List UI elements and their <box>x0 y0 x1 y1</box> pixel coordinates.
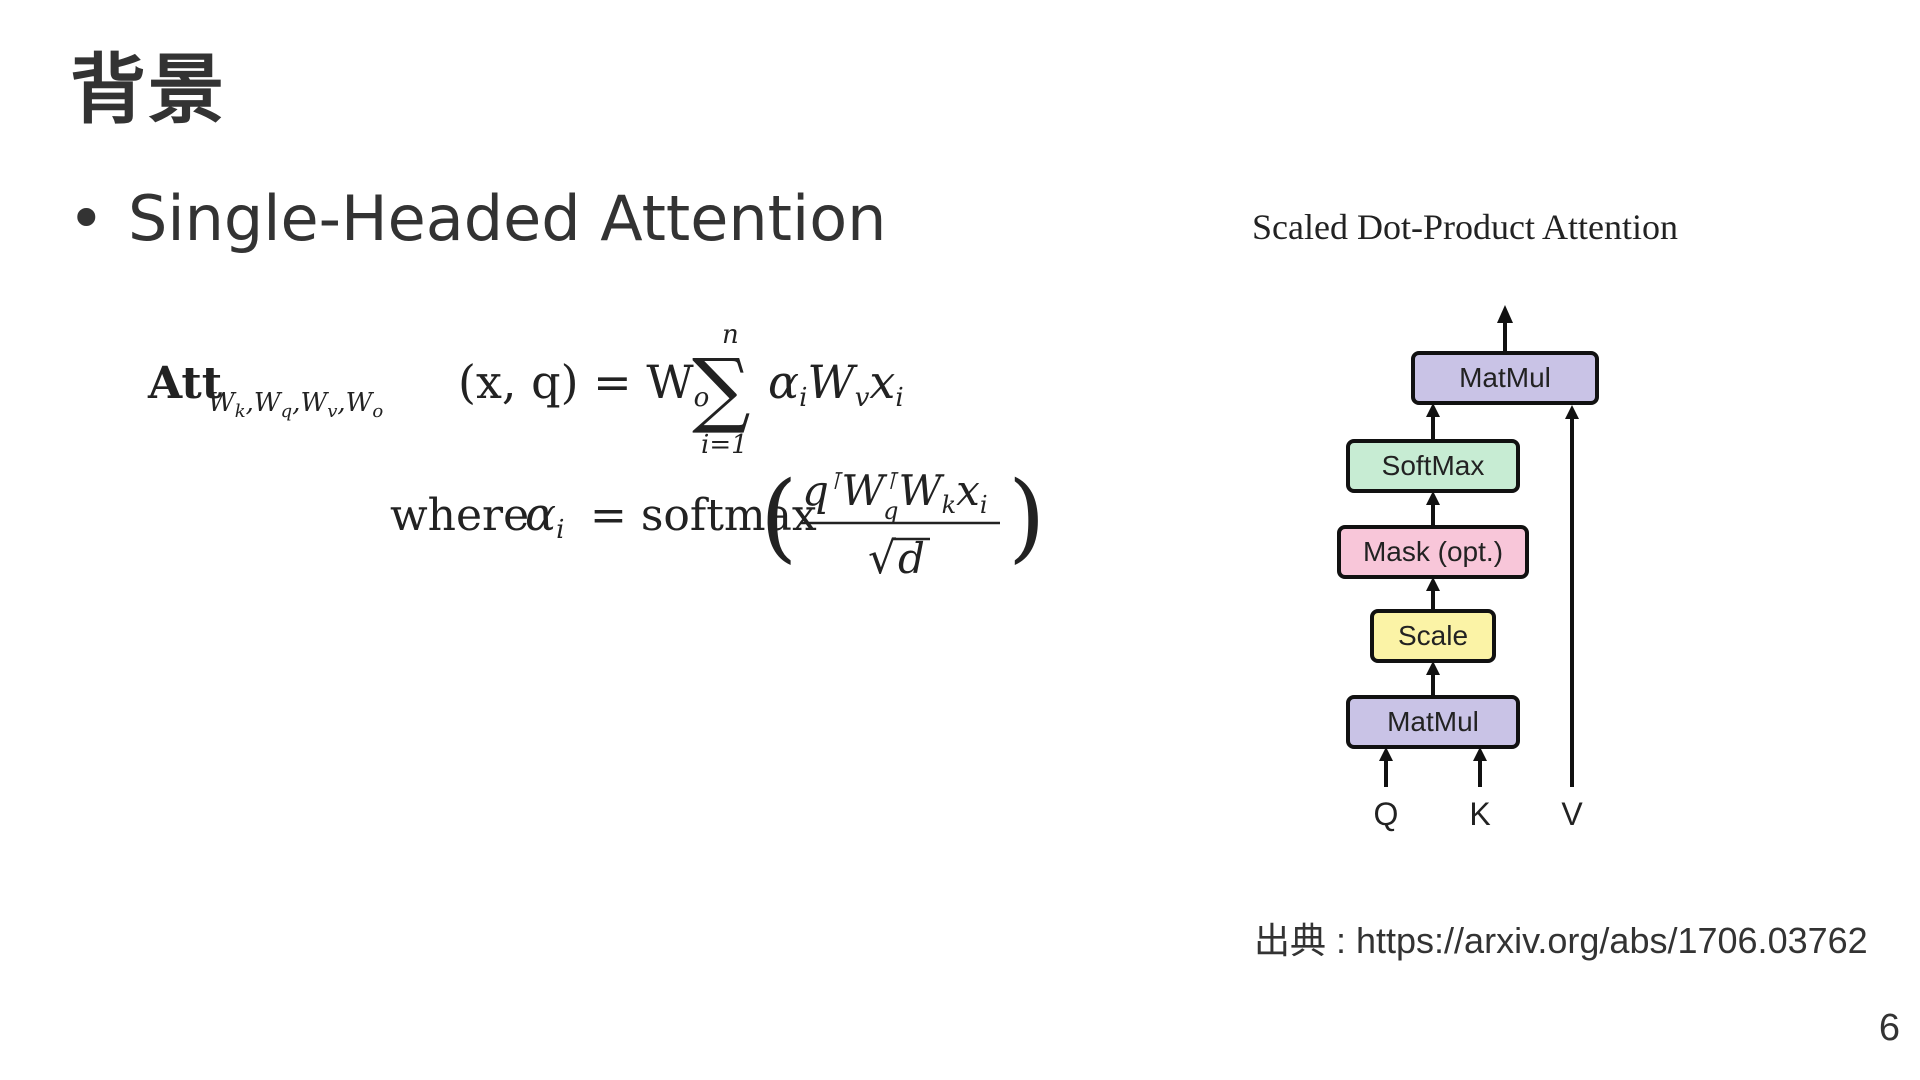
formula-numerator: q⊺W⊺qWkxi <box>802 466 988 525</box>
source-citation: 出典 : https://arxiv.org/abs/1706.03762 <box>1254 920 1868 961</box>
block-matmul-bottom: MatMul <box>1346 695 1520 749</box>
formula-lhs: (x, q) = Wo <box>458 355 709 413</box>
arrow-scale-mask <box>1426 577 1440 611</box>
arrow-softmax-matmul <box>1426 403 1440 441</box>
formula-softmax: = softmax <box>590 490 817 541</box>
arrow-matmul-scale <box>1426 661 1440 697</box>
block-scale-label: Scale <box>1398 620 1468 651</box>
arrow-output <box>1497 305 1513 353</box>
bullet-dot: • <box>68 182 105 255</box>
sqrt-symbol: √ <box>868 533 897 584</box>
block-scale: Scale <box>1370 609 1496 663</box>
input-q-label: Q <box>1374 796 1399 832</box>
arrow-q <box>1379 747 1393 787</box>
formula-lhs-text: (x, q) = W <box>458 355 694 409</box>
input-k-label: K <box>1469 796 1490 832</box>
input-v-label: V <box>1561 796 1583 832</box>
arrow-mask-softmax <box>1426 491 1440 527</box>
paren-right: ) <box>1008 461 1045 573</box>
sum-lower: i=1 <box>701 430 748 460</box>
formula-denominator: d <box>898 534 925 583</box>
formula-rhs-w: W <box>807 355 858 409</box>
formula-numerator-text: q <box>802 466 829 515</box>
block-softmax-label: SoftMax <box>1382 450 1485 481</box>
formula-rhs: αiWvxi <box>768 355 904 413</box>
formula-alpha-text: α <box>525 487 556 541</box>
formula-alpha-i: αi <box>525 487 564 545</box>
block-matmul-top-label: MatMul <box>1459 362 1551 393</box>
formula-line-1: Att Wk,Wq,Wv,Wo (x, q) = Wo n ∑ i=1 αiWv… <box>147 320 904 460</box>
arrow-k <box>1473 747 1487 787</box>
bullet-text: Single-Headed Attention <box>128 182 887 255</box>
formula-att: Att <box>147 358 223 409</box>
bullet-item: • Single-Headed Attention <box>68 182 886 255</box>
block-mask: Mask (opt.) <box>1337 525 1529 579</box>
sum-upper: n <box>722 320 739 350</box>
block-matmul-bottom-label: MatMul <box>1387 706 1479 737</box>
paren-left: ( <box>760 461 797 573</box>
sigma-symbol: ∑ <box>692 342 751 437</box>
block-mask-label: Mask (opt.) <box>1363 536 1503 567</box>
formula-subscript-text: W <box>208 388 237 418</box>
page-number: 6 <box>1878 1007 1900 1049</box>
slide-title: 背景 <box>70 45 226 134</box>
attention-diagram: Scaled Dot-Product Attention MatMul Soft… <box>1252 207 1678 832</box>
block-matmul-top: MatMul <box>1411 351 1599 405</box>
formula-subscript: Wk,Wq,Wv,Wo <box>208 388 383 422</box>
attention-formula: Att Wk,Wq,Wv,Wo (x, q) = Wo n ∑ i=1 αiWv… <box>147 320 1045 584</box>
formula-rhs-alpha: α <box>768 355 799 409</box>
formula-where: where <box>390 490 529 541</box>
diagram-title: Scaled Dot-Product Attention <box>1252 207 1678 247</box>
block-softmax: SoftMax <box>1346 439 1520 493</box>
arrow-v <box>1565 405 1579 787</box>
formula-line-2: where αi = softmax ( q⊺W⊺qWkxi √ d ) <box>390 461 1045 584</box>
